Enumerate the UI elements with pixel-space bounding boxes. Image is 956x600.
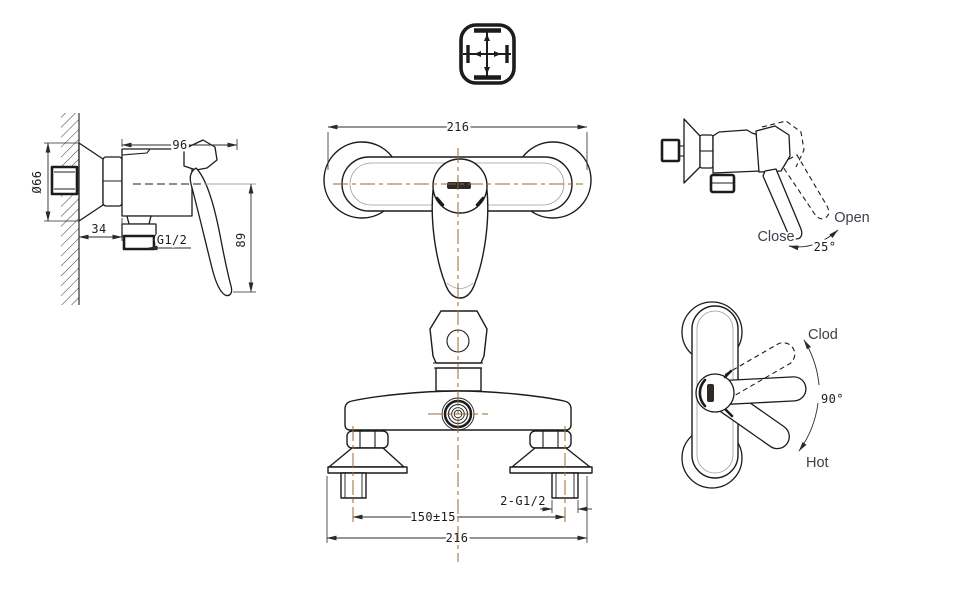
bottom-view: 2-G1/2 150±15 216 [326,310,593,548]
inlet-thread-label: 2-G1/2 [500,494,546,508]
escutcheon-cone [78,142,104,222]
cold-indicator-tick [435,196,445,207]
centerlines [333,148,583,562]
hot-tick-topview [724,408,734,418]
front-view-dimensions: 216 [327,118,588,170]
handle-base-thick-edge [698,378,707,408]
side-view-dimensions: Ø66 96 34 G1/2 89 [28,136,256,293]
escutcheon-cone-small [683,118,701,184]
dim-body-width: 96 [172,138,187,152]
open-close-angle-arrow [788,229,839,251]
bottom-view-dimensions: 2-G1/2 150±15 216 [326,476,592,548]
cold-tick-topview [723,369,733,379]
left-eccentric-cone [327,447,408,474]
handle-grip [431,189,489,299]
wall-supply-box [50,165,79,196]
dim-overall-width-bottom: 216 [446,531,469,545]
brand-logo-mark-topview [707,384,714,402]
handle-mount-closed [755,125,791,173]
projection-symbol-icon [459,23,516,85]
valve-body-small [712,129,762,174]
handle-mount-open-position [761,120,805,168]
handle-lever [189,167,233,297]
right-eccentric-cone [509,447,593,474]
dim-overall-width-top: 216 [447,120,470,134]
valve-body [121,148,193,217]
dim-flange-diameter: Ø66 [30,171,44,194]
operation-side-view: Close Open 25° [660,118,872,257]
dim-wall-offset: 34 [91,222,106,236]
rotation-arc-lower [798,402,819,452]
open-close-angle-label: 25° [814,240,837,254]
brand-logo-mark [447,182,471,189]
operation-top-view: Clod 90° Hot [681,301,846,489]
outlet-stub [121,215,157,251]
union-nut-small [699,134,714,169]
rotation-angle-label: 90° [821,392,844,406]
union-nut [102,156,123,207]
dim-handle-drop: 89 [234,232,248,247]
close-label: Close [757,229,794,245]
open-label: Open [834,210,869,226]
dim-inlet-spacing: 150±15 [410,510,456,524]
rotation-arc-upper [803,339,820,386]
handle-mount [183,139,218,171]
wall-hatching [61,113,79,305]
outlet-stub-small [709,173,736,194]
front-view: 216 [323,118,592,299]
cold-label: Clod [808,327,838,343]
hot-indicator-tick [475,196,485,207]
handle-open-position [780,154,830,220]
handle-grip-highlight [446,282,474,289]
hot-label: Hot [806,455,829,471]
outlet-thread-label: G1/2 [157,233,188,247]
wall-bracket [660,138,684,163]
side-view: Ø66 96 34 G1/2 89 [28,113,256,305]
handle-base-circle [695,373,735,413]
